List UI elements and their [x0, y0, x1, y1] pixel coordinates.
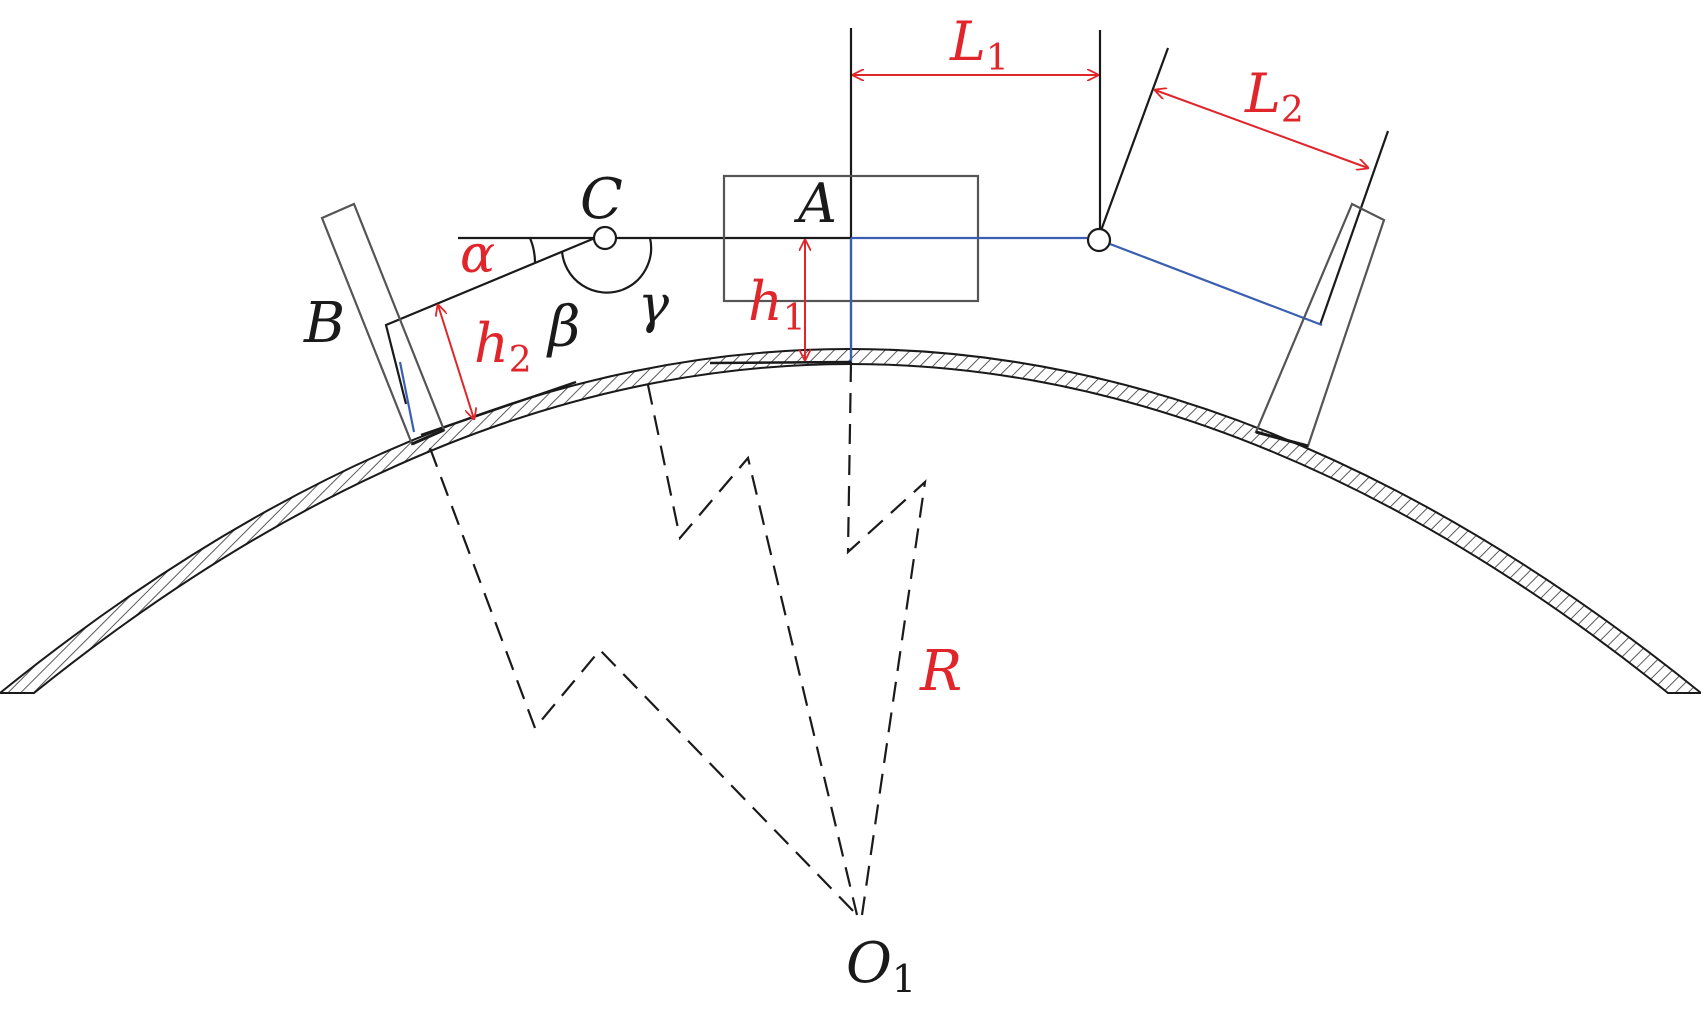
label-beta: β: [546, 295, 580, 360]
label-a: A: [793, 172, 837, 235]
support-bar-right-foot: [1255, 430, 1309, 448]
dim-arrow-h2: [438, 305, 474, 419]
tangent-line-left: [420, 380, 577, 437]
label-l2: L2: [1244, 62, 1304, 131]
l2-guide-right: [1318, 130, 1390, 326]
dim-arrow-l2: [1155, 90, 1368, 168]
radius-line-left: [428, 447, 858, 916]
radius-line-mid: [646, 384, 859, 916]
pipe-wall-band: [0, 348, 1701, 694]
pivot-c: [592, 225, 618, 251]
angle-arc-alpha: [528, 237, 537, 263]
label-alpha: α: [460, 225, 495, 285]
label-h1: h1: [748, 270, 806, 339]
label-c: C: [580, 167, 623, 232]
blue-right-arm: [1109, 242, 1323, 327]
tangent-line-top: [709, 360, 852, 365]
left-arm: [384, 236, 596, 405]
label-o1: O1: [846, 931, 916, 1001]
label-l1: L1: [949, 10, 1009, 79]
label-gamma: γ: [638, 275, 670, 335]
label-b: B: [303, 291, 345, 356]
angle-arc-beta: [560, 250, 623, 294]
l2-guide-left: [1097, 47, 1170, 237]
angle-arc-gamma: [621, 237, 653, 292]
pipe-wall: [0, 348, 1701, 694]
label-r: R: [919, 639, 962, 704]
radius-line-center: [846, 361, 927, 916]
support-bar-b-foot: [411, 428, 445, 446]
label-h2: h2: [474, 312, 532, 381]
left-arm-blue: [398, 361, 416, 433]
radius-lines: [428, 361, 927, 916]
pivot-right: [1086, 227, 1112, 253]
dimension-arrows: [438, 75, 1368, 419]
